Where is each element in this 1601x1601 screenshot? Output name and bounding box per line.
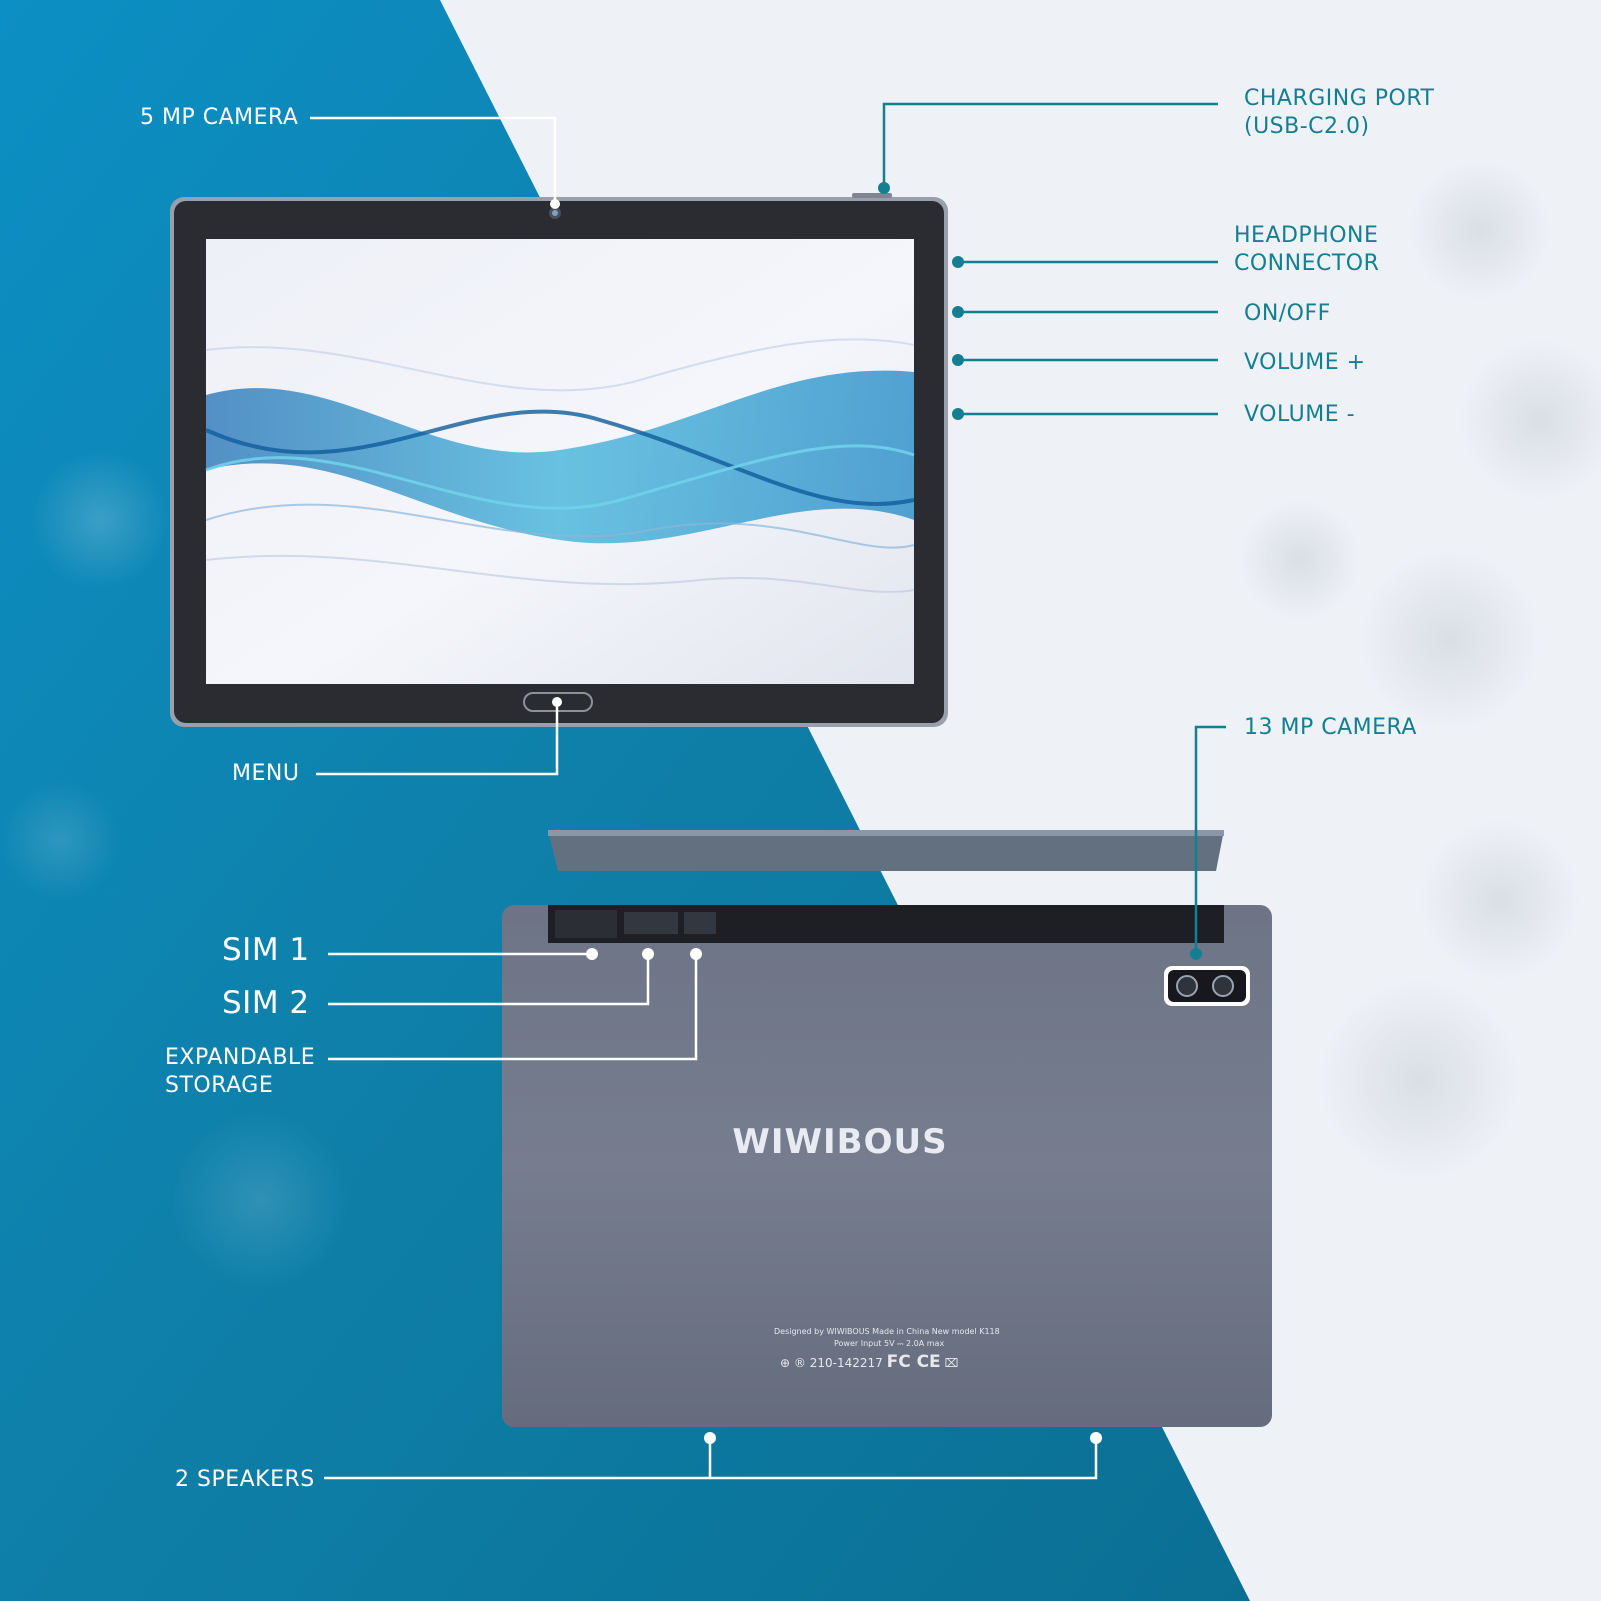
bokeh xyxy=(1320,980,1520,1180)
bokeh xyxy=(1360,550,1540,730)
label-charging-port: CHARGING PORT (USB-C2.0) xyxy=(1244,86,1435,139)
label-volume-down: VOLUME - xyxy=(1244,402,1356,427)
tablet-back xyxy=(502,905,1272,1427)
back-top-strip xyxy=(548,830,1224,871)
callout-lines-left xyxy=(310,116,1098,1480)
tablet-back-body xyxy=(502,905,1272,1427)
back-print-line2: Power Input 5V ⎓ 2.0A max xyxy=(834,1339,945,1348)
brand-logo-text: WIWIBOUS xyxy=(732,1122,948,1162)
label-camera-rear: 13 MP CAMERA xyxy=(1244,715,1417,740)
front-camera-glint xyxy=(552,210,558,216)
label-camera-front: 5 MP CAMERA xyxy=(140,105,299,130)
bokeh xyxy=(1420,820,1580,980)
callout-lines-right xyxy=(882,102,1226,954)
bokeh xyxy=(170,1110,350,1290)
bokeh xyxy=(1240,500,1360,620)
side-port xyxy=(852,193,892,198)
callout-dots-left xyxy=(550,199,1102,1444)
label-menu: MENU xyxy=(232,761,300,786)
callout-dots-right xyxy=(878,182,1202,960)
cert-number: 210-142217 xyxy=(809,1356,883,1370)
bokeh xyxy=(30,450,170,590)
label-storage: EXPANDABLE STORAGE xyxy=(165,1045,316,1098)
cert-row: ⊕ ® 210-142217 FC CE ⌧ xyxy=(780,1352,958,1372)
label-headphone: HEADPHONE CONNECTOR xyxy=(1234,223,1380,276)
label-sim2: SIM 2 xyxy=(222,985,310,1021)
bokeh xyxy=(1460,340,1601,500)
bokeh xyxy=(1410,160,1550,300)
weee-bin-icon: ⌧ xyxy=(944,1356,959,1370)
rear-camera-lens xyxy=(1212,975,1234,997)
cert-marks: FC CE xyxy=(886,1352,941,1372)
label-speakers: 2 SPEAKERS xyxy=(175,1467,315,1492)
tablet-front xyxy=(170,193,948,727)
wallpaper-waves xyxy=(206,339,914,592)
bokeh xyxy=(0,780,120,900)
certification-marks-icon: ⊕ ® xyxy=(780,1356,806,1370)
sim-slot xyxy=(555,910,617,938)
label-sim1: SIM 1 xyxy=(222,932,310,968)
back-print-line1: Designed by WIWIBOUS Made in China New m… xyxy=(774,1327,1000,1336)
label-on-off: ON/OFF xyxy=(1244,301,1331,326)
sd-slot xyxy=(684,912,716,934)
label-volume-up: VOLUME + xyxy=(1244,350,1366,375)
sim-slot xyxy=(624,912,678,934)
rear-camera-lens xyxy=(1176,975,1198,997)
